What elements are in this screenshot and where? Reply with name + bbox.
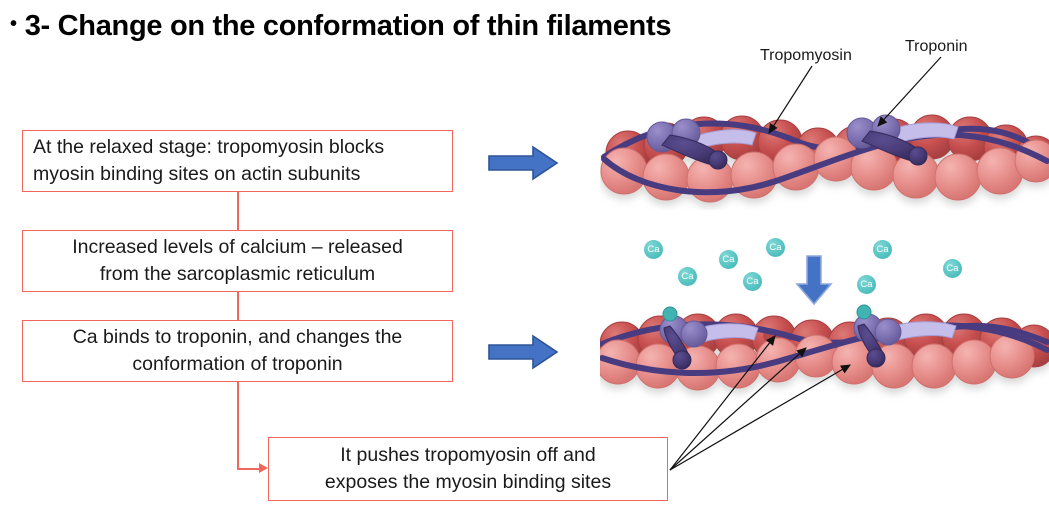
- tropomyosin-overlay-right-bottom: [885, 321, 957, 343]
- troponin-complex-right-bottom: [853, 304, 902, 368]
- calcium-ion: Ca: [678, 267, 697, 286]
- label-troponin: Troponin: [905, 38, 968, 55]
- step-box-relaxed-stage-line-2: myosin binding sites on actin subunits: [33, 163, 361, 185]
- step-box-tropomyosin-pushed-off[interactable]: It pushes tropomyosin off and exposes th…: [268, 437, 668, 501]
- figure-thin-filament-calcium-bound: [600, 304, 1049, 391]
- step-box-tropomyosin-pushed-off-line-1: It pushes tropomyosin off and: [340, 444, 596, 467]
- step-box-relaxed-stage-line-1: At the relaxed stage: tropomyosin blocks: [33, 136, 385, 159]
- step-box-calcium-binds-troponin-line-1: Ca binds to troponin, and changes the: [72, 326, 403, 349]
- calcium-ion: Ca: [719, 250, 738, 269]
- step-box-calcium-binds-troponin-line-2: conformation of troponin: [132, 353, 343, 375]
- blue-down-arrow: [795, 255, 833, 306]
- troponin-complex-left-top: [646, 118, 728, 170]
- calcium-ion: Ca: [644, 240, 663, 259]
- connector-box1-to-box2: [237, 192, 239, 230]
- tropomyosin-strand-front-top: [601, 131, 1049, 196]
- blue-right-arrow-relaxed: [488, 145, 559, 181]
- calcium-ion: Ca: [766, 238, 785, 257]
- step-box-calcium-release-line-1: Increased levels of calcium – released: [72, 236, 403, 259]
- calcium-ion: Ca: [743, 272, 762, 291]
- label-tropomyosin: Tropomyosin: [760, 47, 852, 64]
- calcium-ion: Ca: [873, 240, 892, 259]
- calcium-ion: Ca: [857, 275, 876, 294]
- figure-calcium-ions: Ca Ca Ca Ca Ca Ca Ca Ca: [630, 228, 970, 294]
- calcium-ion: Ca: [943, 259, 962, 278]
- connector-box2-to-box3: [237, 292, 239, 320]
- title-bullet-icon: •: [10, 13, 17, 35]
- step-box-tropomyosin-pushed-off-line-2: exposes the myosin binding sites: [324, 471, 612, 493]
- blue-right-arrow-calcium-bound: [488, 334, 559, 370]
- connector-box3-to-box4-vertical: [237, 382, 239, 469]
- connector-arrowhead-icon: [259, 463, 268, 473]
- bound-calcium-ion-left: [662, 306, 678, 322]
- connector-box3-to-box4-horizontal: [237, 468, 261, 470]
- bound-calcium-ion-right: [856, 304, 872, 320]
- step-box-calcium-binds-troponin[interactable]: Ca binds to troponin, and changes the co…: [22, 320, 453, 382]
- step-box-calcium-release-line-2: from the sarcoplasmic reticulum: [99, 263, 376, 285]
- figure-thin-filament-relaxed: [600, 114, 1049, 203]
- title-text: 3- Change on the conformation of thin fi…: [24, 9, 672, 42]
- step-box-calcium-release[interactable]: Increased levels of calcium – released f…: [22, 230, 453, 292]
- page-title: • 3- Change on the conformation of thin …: [10, 6, 910, 46]
- step-box-relaxed-stage[interactable]: At the relaxed stage: tropomyosin blocks…: [22, 130, 453, 192]
